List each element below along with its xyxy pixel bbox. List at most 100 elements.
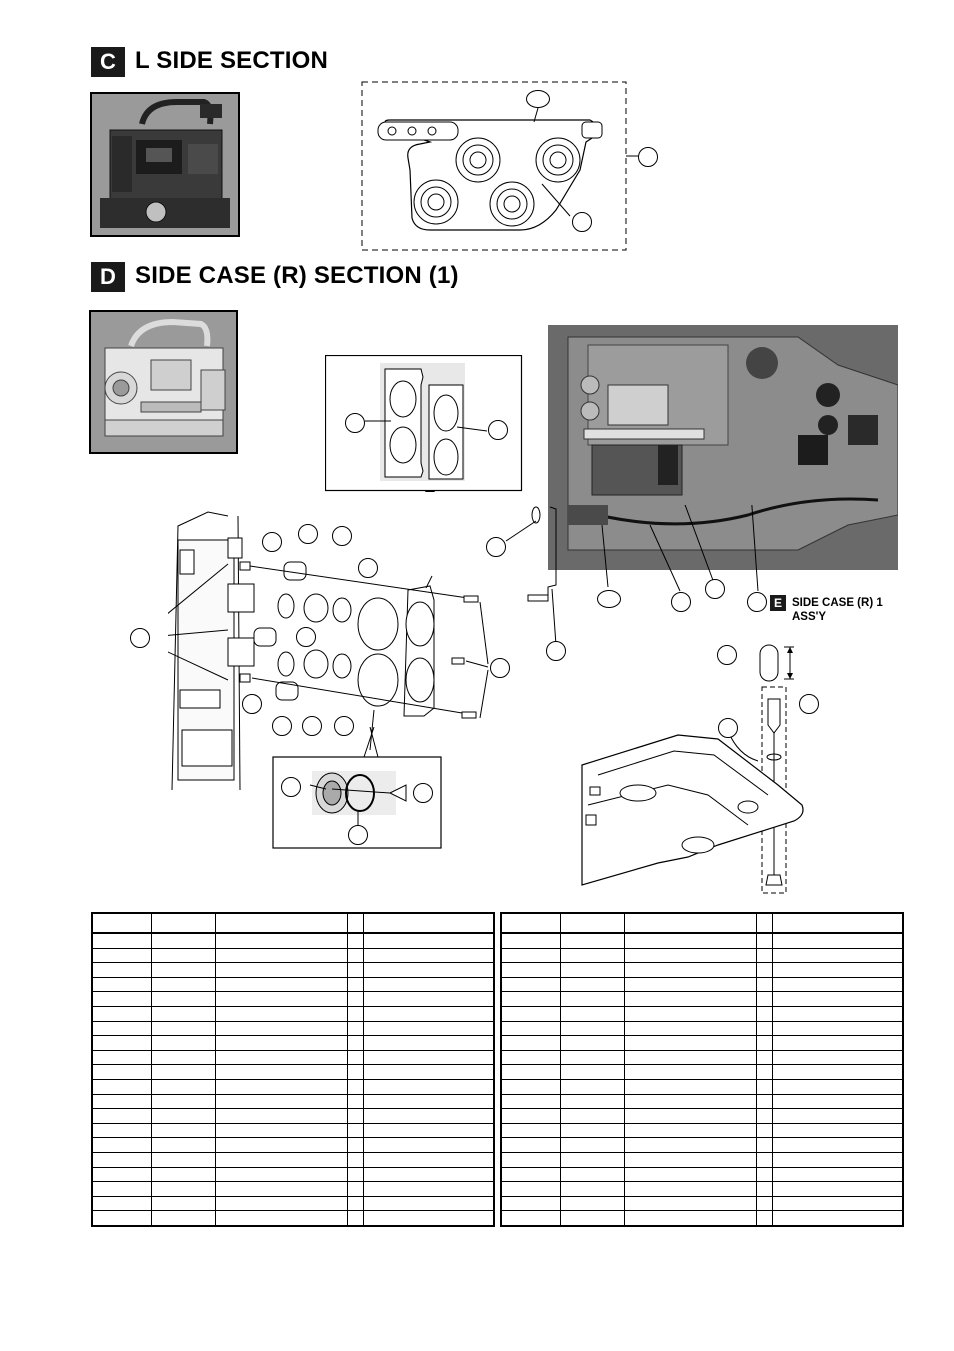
table-cell [771,1050,904,1066]
table-cell [559,1210,626,1226]
table-cell [346,1181,364,1197]
table-row [500,1137,904,1153]
table-cell [624,1006,757,1022]
table-cell [215,1123,348,1139]
table-cell [91,1050,152,1066]
table-cell [346,1137,364,1153]
table-cell [346,1035,364,1051]
table-cell [91,1196,152,1212]
table-cell [771,1167,904,1183]
table-cell [150,1094,217,1110]
table-cell [559,933,626,949]
table-cell [215,1210,348,1226]
table-cell [215,1050,348,1066]
table-cell [624,1079,757,1095]
table-cell [150,1021,217,1037]
table-cell [624,991,757,1007]
table-cell [215,1196,348,1212]
table-header-cell [624,913,757,934]
table-cell [500,1050,561,1066]
table-cell [624,1094,757,1110]
table-cell [559,1050,626,1066]
table-row [500,1094,904,1110]
camcorder-thumbnail-d [89,310,238,454]
table-cell [624,977,757,993]
callout-d-5 [296,627,316,647]
table-cell [91,1123,152,1139]
table-cell [755,1021,773,1037]
table-cell [624,1167,757,1183]
table-cell [346,991,364,1007]
callout-d-6 [242,694,262,714]
table-header-cell [362,913,495,934]
callout-c-panel [572,212,592,232]
table-cell [755,1050,773,1066]
table-cell [91,1035,152,1051]
table-cell [771,977,904,993]
table-header-cell [150,913,217,934]
callout-photo-clip [486,537,506,557]
table-cell [500,1035,561,1051]
table-cell [755,1035,773,1051]
table-cell [500,1006,561,1022]
table-cell [559,991,626,1007]
table-row [500,1123,904,1139]
table-cell [624,1181,757,1197]
table-row [500,1108,904,1124]
table-cell [755,1137,773,1153]
table-row [500,1152,904,1168]
table-cell [624,933,757,949]
callout-e-screw [799,694,819,714]
table-cell [362,991,495,1007]
table-cell [500,977,561,993]
table-cell [150,977,217,993]
table-cell [500,1152,561,1168]
table-row [500,1006,904,1022]
table-cell [346,1152,364,1168]
table-cell [755,977,773,993]
table-header-cell [559,913,626,934]
table-cell [150,1123,217,1139]
callout-gasket-left [345,413,365,433]
callout-bracket [546,641,566,661]
table-row [500,1079,904,1095]
table-cell [624,1123,757,1139]
table-cell [215,948,348,964]
callout-c-top [526,90,550,108]
table-row [91,933,495,949]
table-cell [346,1167,364,1183]
table-header-cell [755,913,773,934]
parts-table-right [500,912,904,1227]
table-cell [771,1210,904,1226]
table-cell [346,948,364,964]
table-cell [559,1123,626,1139]
table-cell [346,1050,364,1066]
table-cell [755,1196,773,1212]
table-cell [346,1079,364,1095]
callout-ring-bottom [348,825,368,845]
table-cell [500,1137,561,1153]
table-cell [559,1035,626,1051]
table-row [500,1050,904,1066]
table-cell [362,1137,495,1153]
table-cell [362,1210,495,1226]
camcorder-thumbnail-c [90,92,240,237]
table-cell [755,991,773,1007]
table-cell [500,1210,561,1226]
table-cell [755,1167,773,1183]
table-cell [500,1167,561,1183]
table-cell [624,962,757,978]
section-d-badge: D [91,262,125,292]
section-d-title: SIDE CASE (R) SECTION (1) [135,262,459,289]
table-cell [215,1167,348,1183]
callout-ring-left [281,777,301,797]
table-cell [362,1035,495,1051]
table-cell [346,1210,364,1226]
table-cell [500,1064,561,1080]
table-cell [362,1094,495,1110]
table-row [500,962,904,978]
table-cell [771,1079,904,1095]
table-cell [755,1181,773,1197]
table-cell [624,1152,757,1168]
table-cell [500,1196,561,1212]
